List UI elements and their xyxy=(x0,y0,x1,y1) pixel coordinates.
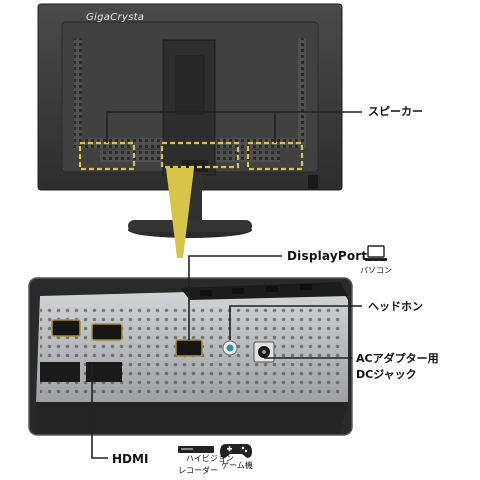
callout-lines xyxy=(91,255,362,459)
dc-jack-label: DCジャック xyxy=(356,368,417,381)
pc-label: パソコン xyxy=(360,266,392,275)
zoom-wedge xyxy=(166,168,194,258)
port-panel xyxy=(28,277,353,436)
laptop-icon xyxy=(365,245,387,261)
hdmi-label: HDMI xyxy=(112,452,149,466)
ac-adapter-label: ACアダプター用 xyxy=(356,352,439,365)
headphone-label: ヘッドホン xyxy=(368,300,423,313)
recorder-icon xyxy=(178,446,214,453)
speaker-highlight xyxy=(78,111,362,171)
game-console-label: ゲーム機 xyxy=(221,461,253,470)
monitor-back xyxy=(37,3,343,238)
brand-logo-text: GigaCrysta xyxy=(86,12,145,23)
hdmi-device-label-line1: ハイビジョン xyxy=(186,454,234,463)
speaker-label: スピーカー xyxy=(368,105,423,118)
displayport-label: DisplayPort xyxy=(287,249,368,263)
hdmi-device-label-line2: レコーダー xyxy=(178,466,218,475)
gamepad-icon xyxy=(220,444,252,458)
